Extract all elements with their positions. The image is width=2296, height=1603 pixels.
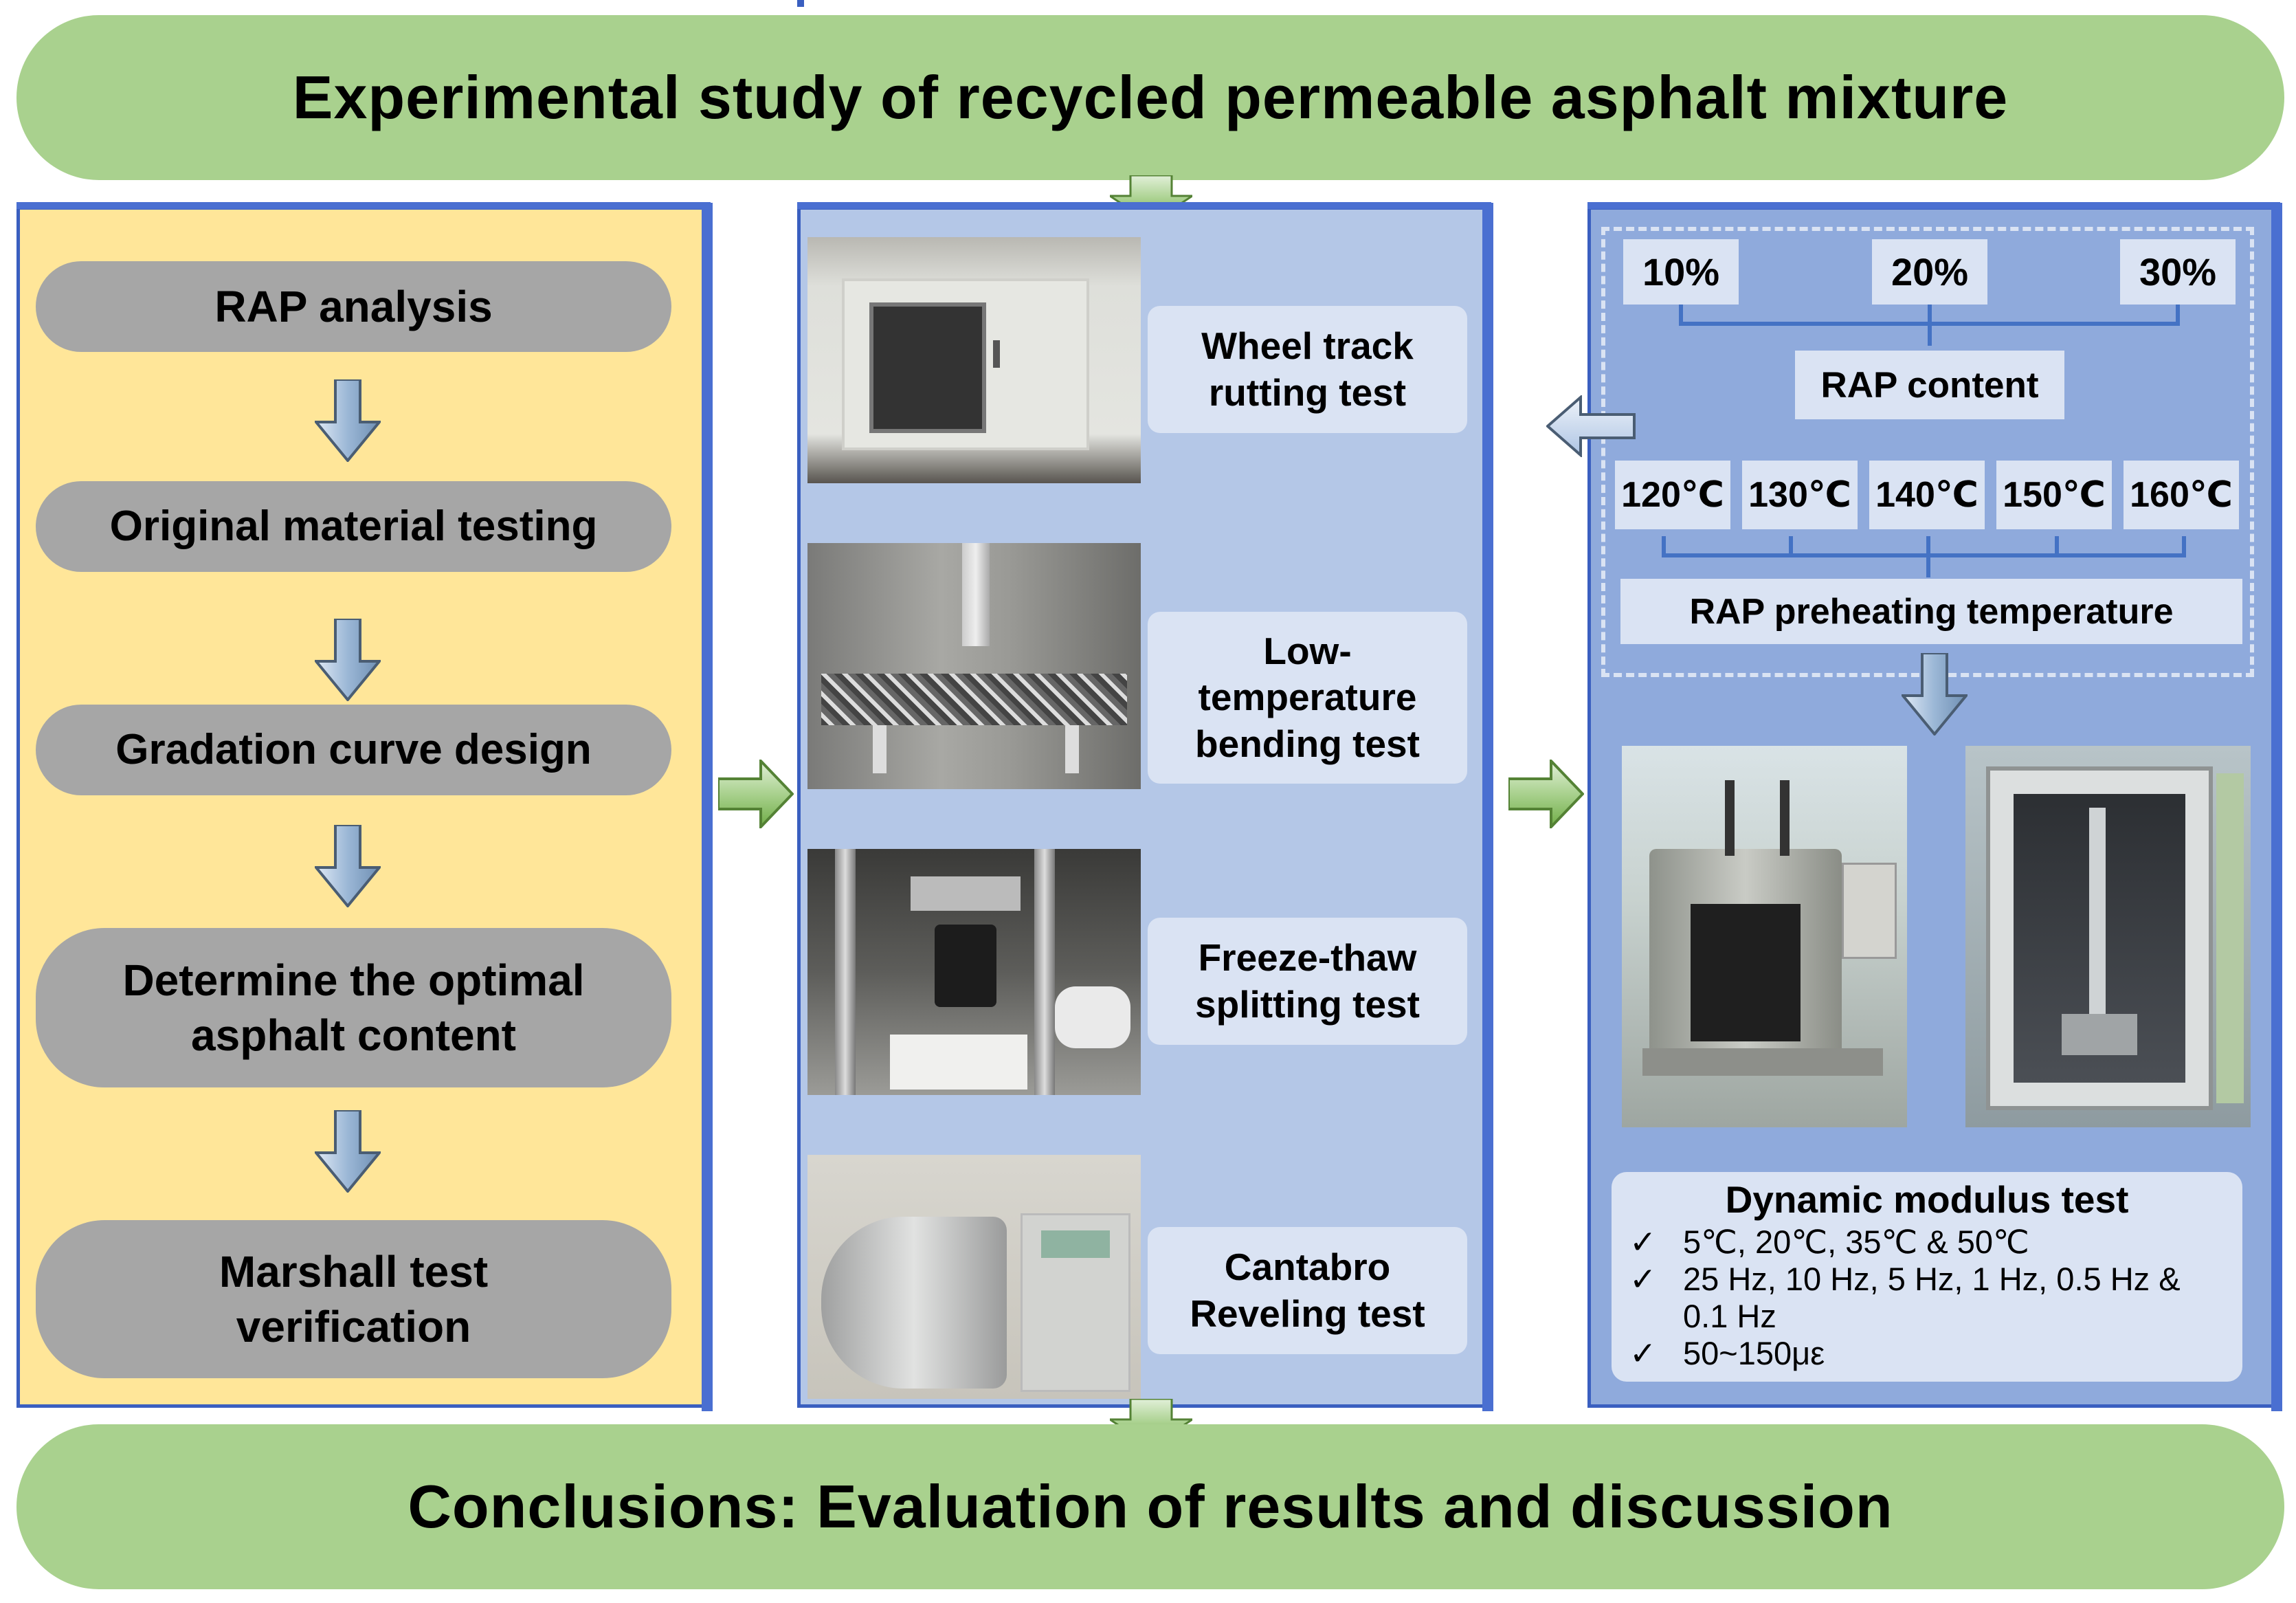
bending-test-photo (807, 543, 1141, 789)
temp-120: 120℃ (1615, 461, 1730, 529)
bracket-line (1789, 536, 1793, 557)
header-title: Experimental study of recycled permeable… (292, 63, 2009, 131)
right-panel-top (1587, 202, 2280, 209)
footer-banner: Conclusions: Evaluation of results and d… (16, 1424, 2284, 1589)
check-icon: ✓ (1629, 1260, 1657, 1297)
test-label-cantabro: Cantabro Reveling test (1148, 1227, 1467, 1354)
step-marshall-test-verification: Marshall test verification (36, 1220, 671, 1378)
dynamic-modulus-list: ✓5℃, 20℃, 35℃ & 50℃ ✓25 Hz, 10 Hz, 5 Hz,… (1625, 1224, 2229, 1372)
down-arrow-icon (315, 379, 381, 462)
list-item: ✓50~150με (1629, 1334, 1825, 1371)
preheating-temperature-label: RAP preheating temperature (1620, 579, 2242, 644)
rap-content-30: 30% (2120, 239, 2236, 305)
footer-title: Conclusions: Evaluation of results and d… (408, 1472, 1893, 1540)
right-panel-side (2271, 203, 2282, 1411)
header-banner: Experimental study of recycled permeable… (16, 15, 2284, 180)
bracket-line (1662, 536, 1666, 557)
step-original-material-testing: Original material testing (36, 481, 671, 572)
bracket-line (1679, 322, 2180, 326)
wheel-track-photo (807, 237, 1141, 483)
left-panel-side (702, 203, 713, 1411)
cantabro-photo (807, 1155, 1141, 1399)
right-arrow-icon (718, 760, 794, 828)
left-arrow-icon (1546, 395, 1636, 457)
down-arrow-icon (315, 1110, 381, 1193)
left-panel-top (16, 202, 711, 209)
step-rap-analysis: RAP analysis (36, 261, 671, 352)
bracket-line (2176, 305, 2180, 325)
middle-panel-top (797, 202, 1491, 209)
right-arrow-icon (1508, 760, 1584, 828)
rap-content-10: 10% (1623, 239, 1739, 305)
check-icon: ✓ (1629, 1223, 1657, 1260)
rap-content-20: 20% (1872, 239, 1987, 305)
bracket-line (2055, 536, 2059, 557)
rap-content-label: RAP content (1795, 351, 2064, 419)
test-label-freeze-thaw: Freeze-thaw splitting test (1148, 918, 1467, 1045)
compactor-photo (1622, 746, 1907, 1127)
down-arrow-icon (1902, 653, 1968, 736)
list-item: ✓25 Hz, 10 Hz, 5 Hz, 1 Hz, 0.5 Hz & 0.1 … (1629, 1260, 2181, 1334)
dynamic-modulus-box: Dynamic modulus test ✓5℃, 20℃, 35℃ & 50℃… (1612, 1172, 2242, 1382)
down-arrow-icon (315, 619, 381, 701)
middle-panel (797, 0, 804, 7)
step-gradation-curve-design: Gradation curve design (36, 705, 671, 795)
temp-130: 130℃ (1742, 461, 1858, 529)
temp-140: 140℃ (1869, 461, 1985, 529)
dynamic-modulus-photo (1965, 746, 2251, 1127)
temp-160: 160℃ (2124, 461, 2239, 529)
freeze-thaw-photo (807, 849, 1141, 1095)
bracket-line (1662, 553, 2186, 557)
list-item: ✓5℃, 20℃, 35℃ & 50℃ (1629, 1223, 2029, 1260)
middle-panel-side (1482, 203, 1493, 1411)
temp-150: 150℃ (1996, 461, 2112, 529)
dynamic-modulus-title: Dynamic modulus test (1725, 1178, 2129, 1221)
bracket-line (2182, 536, 2186, 557)
test-label-low-temp-bending: Low-temperature bending test (1148, 612, 1467, 784)
check-icon: ✓ (1629, 1334, 1657, 1371)
down-arrow-icon (315, 825, 381, 907)
test-label-wheel-track: Wheel track rutting test (1148, 306, 1467, 433)
step-optimal-asphalt-content: Determine the optimal asphalt content (36, 928, 671, 1087)
bracket-line (1679, 305, 1683, 325)
